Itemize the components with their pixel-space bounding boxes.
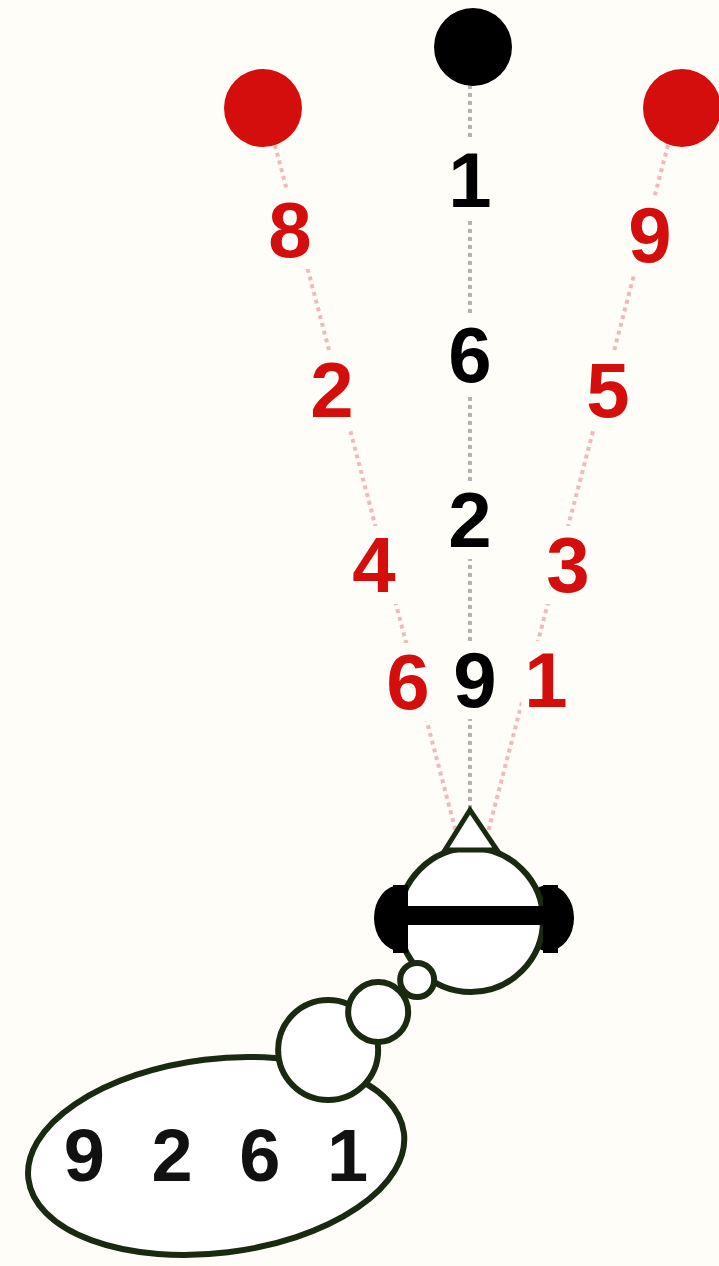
- target-dot: [434, 8, 512, 86]
- sequence-number: 1: [521, 641, 570, 719]
- thought-bubble: 9 2 6 1: [24, 1056, 408, 1256]
- sequence-number: 1: [445, 141, 494, 219]
- sequence-number: 5: [583, 351, 632, 429]
- sequence-number: 3: [543, 526, 592, 604]
- target-dot: [643, 69, 719, 147]
- sequence-number: 6: [445, 316, 494, 394]
- sequence-number: 2: [307, 351, 356, 429]
- bubble-puff: [400, 963, 434, 997]
- robot-bar: [393, 906, 558, 925]
- robot-nose: [445, 810, 497, 850]
- bubble-puff: [348, 982, 408, 1042]
- sequence-number: 2: [445, 481, 494, 559]
- thought-digits: 9 2 6 1: [64, 1119, 368, 1193]
- target-dot: [224, 69, 302, 147]
- sequence-number: 8: [265, 191, 314, 269]
- sequence-number: 9: [625, 196, 674, 274]
- sequence-number: 4: [349, 526, 398, 604]
- robot-bar: [393, 885, 408, 953]
- sequence-number: 6: [383, 643, 432, 721]
- robot-bar: [543, 885, 558, 953]
- sequence-number: 9: [450, 641, 499, 719]
